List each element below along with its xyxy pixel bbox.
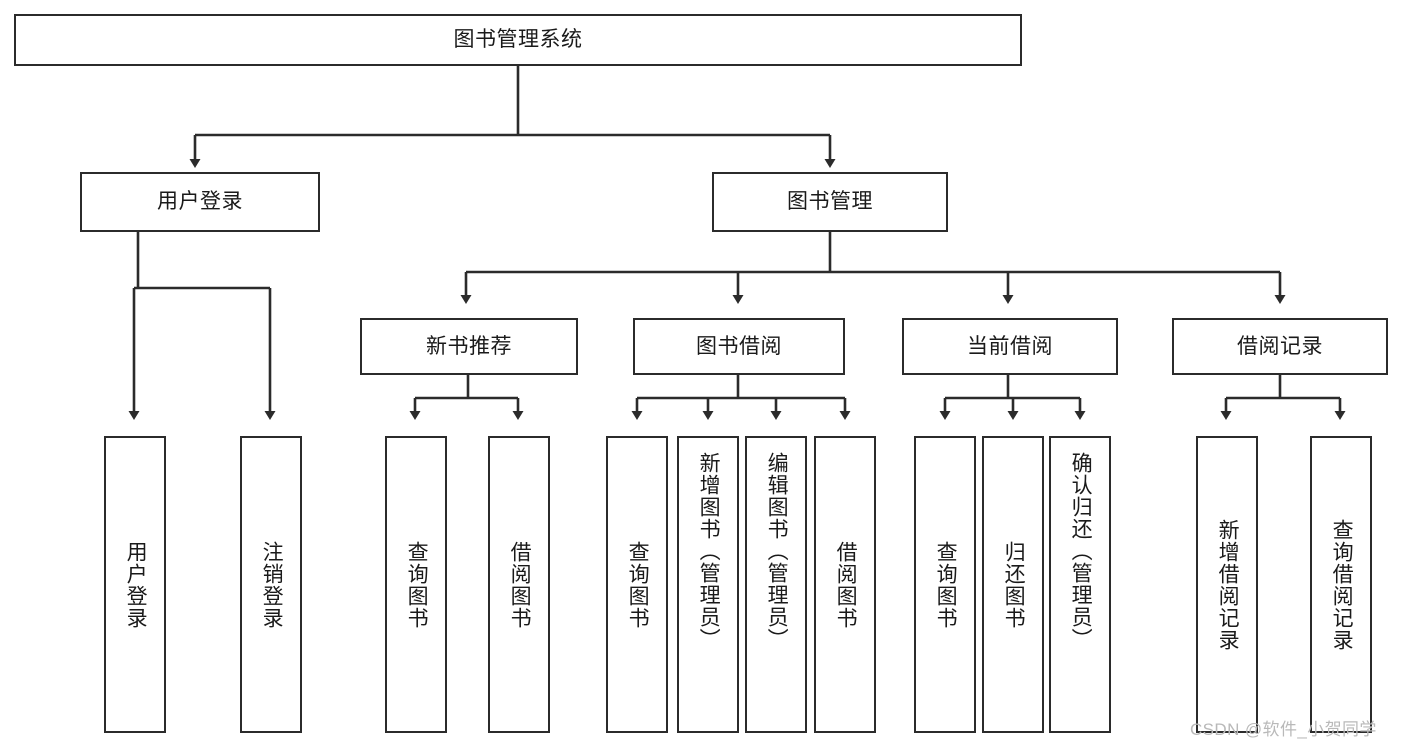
node-new-book-recommend-label: 新书推荐 [426, 334, 512, 358]
leaf-current-query-book-label: 查询图书 [934, 540, 958, 629]
node-new-book-recommend[interactable]: 新书推荐 [360, 318, 578, 375]
leaf-borrow-query-book[interactable]: 查询图书 [606, 436, 668, 733]
watermark: CSDN @软件_小贺同学 [1190, 720, 1377, 739]
node-root[interactable]: 图书管理系统 [14, 14, 1022, 66]
leaf-record-query[interactable]: 查询借阅记录 [1310, 436, 1372, 733]
leaf-current-return-book-label: 归还图书 [1002, 540, 1026, 629]
leaf-new-book-query[interactable]: 查询图书 [385, 436, 447, 733]
leaf-user-login-signin-label: 用户登录 [124, 540, 148, 629]
node-user-login[interactable]: 用户登录 [80, 172, 320, 232]
node-current-borrow-label: 当前借阅 [967, 334, 1053, 358]
node-user-login-label: 用户登录 [157, 190, 243, 214]
node-book-manage[interactable]: 图书管理 [712, 172, 948, 232]
leaf-current-return-book[interactable]: 归还图书 [982, 436, 1044, 733]
leaf-borrow-add-book[interactable]: 新增图书（管理员） [677, 436, 739, 733]
leaf-record-add[interactable]: 新增借阅记录 [1196, 436, 1258, 733]
leaf-current-query-book[interactable]: 查询图书 [914, 436, 976, 733]
node-borrow-record[interactable]: 借阅记录 [1172, 318, 1388, 375]
node-book-manage-label: 图书管理 [787, 190, 873, 214]
node-book-borrow[interactable]: 图书借阅 [633, 318, 845, 375]
leaf-record-query-label: 查询借阅记录 [1330, 518, 1354, 651]
leaf-current-confirm-return-label: 确认归还（管理员） [1069, 452, 1093, 650]
node-current-borrow[interactable]: 当前借阅 [902, 318, 1118, 375]
leaf-borrow-query-book-label: 查询图书 [626, 540, 650, 629]
node-borrow-record-label: 借阅记录 [1237, 334, 1323, 358]
leaf-borrow-borrow-book[interactable]: 借阅图书 [814, 436, 876, 733]
leaf-user-login-signout[interactable]: 注销登录 [240, 436, 302, 733]
node-book-borrow-label: 图书借阅 [696, 334, 782, 358]
leaf-borrow-borrow-book-label: 借阅图书 [834, 540, 858, 629]
leaf-user-login-signin[interactable]: 用户登录 [104, 436, 166, 733]
leaf-borrow-edit-book-label: 编辑图书（管理员） [765, 452, 789, 650]
leaf-new-book-borrow[interactable]: 借阅图书 [488, 436, 550, 733]
leaf-current-confirm-return[interactable]: 确认归还（管理员） [1049, 436, 1111, 733]
leaf-user-login-signout-label: 注销登录 [260, 540, 284, 629]
node-root-label: 图书管理系统 [453, 28, 583, 52]
leaf-new-book-borrow-label: 借阅图书 [508, 540, 532, 629]
leaf-borrow-edit-book[interactable]: 编辑图书（管理员） [745, 436, 807, 733]
leaf-record-add-label: 新增借阅记录 [1216, 518, 1240, 651]
leaf-borrow-add-book-label: 新增图书（管理员） [697, 452, 721, 650]
leaf-new-book-query-label: 查询图书 [405, 540, 429, 629]
